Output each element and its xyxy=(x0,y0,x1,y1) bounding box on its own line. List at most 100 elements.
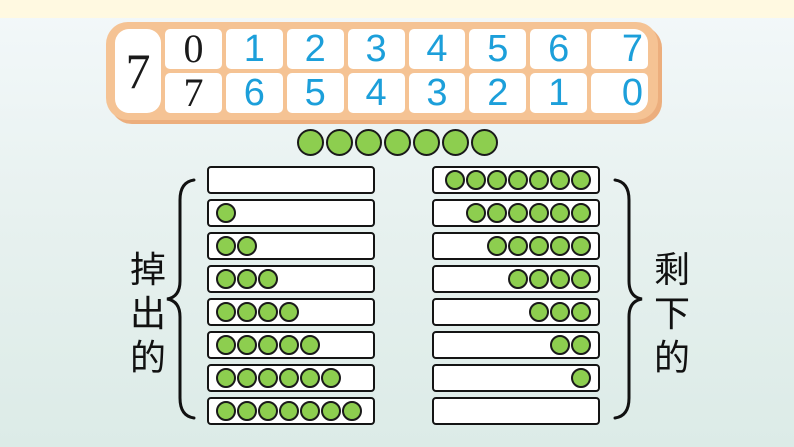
green-dot xyxy=(508,269,528,289)
table-cell-top: 2 xyxy=(286,29,344,69)
dot-box xyxy=(207,298,375,326)
green-dot xyxy=(571,302,591,322)
table-cell-bottom: 6 xyxy=(225,73,283,113)
green-dot xyxy=(529,170,549,190)
green-dot xyxy=(571,335,591,355)
green-dot xyxy=(445,170,465,190)
green-dot xyxy=(550,335,570,355)
green-dot xyxy=(216,203,236,223)
label-char: 出 xyxy=(129,294,166,334)
green-dot xyxy=(354,129,382,156)
table-cell-top: 3 xyxy=(347,29,405,69)
green-dot xyxy=(441,129,469,156)
dot-box xyxy=(432,397,600,425)
green-dot xyxy=(529,269,549,289)
green-dot xyxy=(508,203,528,223)
table-cell-bottom: 1 xyxy=(530,73,588,113)
green-dot xyxy=(279,401,299,421)
green-dot xyxy=(237,302,257,322)
dot-box xyxy=(432,298,600,326)
green-dot xyxy=(237,401,257,421)
green-dot xyxy=(279,335,299,355)
green-dot xyxy=(550,236,570,256)
green-dot xyxy=(258,302,278,322)
right-boxes xyxy=(432,166,600,425)
dot-box xyxy=(432,364,600,392)
dot-box xyxy=(432,199,600,227)
green-dot xyxy=(550,203,570,223)
green-dot xyxy=(258,401,278,421)
green-dot xyxy=(529,203,549,223)
green-dot xyxy=(508,170,528,190)
green-dot xyxy=(487,170,507,190)
green-dot xyxy=(216,335,236,355)
green-dot xyxy=(550,269,570,289)
table-cell-top: 5 xyxy=(469,29,527,69)
green-dot xyxy=(296,129,324,156)
green-dot xyxy=(258,269,278,289)
green-dot xyxy=(529,236,549,256)
table-cell-bottom: 7 xyxy=(165,73,222,113)
left-brace xyxy=(166,178,196,420)
top-strip xyxy=(0,0,794,18)
green-dot xyxy=(258,335,278,355)
green-dot xyxy=(487,236,507,256)
table-cell-bottom: 4 xyxy=(347,73,405,113)
total-number-cell: 7 xyxy=(115,29,161,113)
green-dot xyxy=(466,203,486,223)
green-dot xyxy=(300,335,320,355)
right-label: 剩下的 xyxy=(648,248,696,380)
table-cell-bottom: 0 xyxy=(591,73,648,113)
label-char: 下 xyxy=(653,294,690,334)
green-dot xyxy=(529,302,549,322)
left-label: 掉出的 xyxy=(124,248,172,380)
green-dot xyxy=(216,302,236,322)
green-dot xyxy=(325,129,353,156)
green-dot xyxy=(237,368,257,388)
green-dot xyxy=(571,170,591,190)
green-dot xyxy=(550,302,570,322)
green-dot xyxy=(321,368,341,388)
green-dot xyxy=(216,236,236,256)
green-dot xyxy=(300,368,320,388)
green-dot xyxy=(470,129,498,156)
label-char: 的 xyxy=(129,338,166,378)
green-dot xyxy=(571,368,591,388)
table-cell-top: 7 xyxy=(591,29,648,69)
green-dot xyxy=(571,203,591,223)
green-dot xyxy=(508,236,528,256)
right-brace xyxy=(613,178,643,420)
table-cell-top: 1 xyxy=(225,29,283,69)
green-dot xyxy=(216,368,236,388)
dot-box xyxy=(432,166,600,194)
green-dot xyxy=(571,269,591,289)
table-cell-bottom: 2 xyxy=(469,73,527,113)
green-dot xyxy=(216,269,236,289)
table-cell-top: 0 xyxy=(165,29,222,69)
left-boxes xyxy=(207,166,375,425)
green-dot xyxy=(237,269,257,289)
dot-box xyxy=(207,364,375,392)
dot-box xyxy=(207,331,375,359)
green-dot xyxy=(237,335,257,355)
dots-row xyxy=(0,129,794,156)
label-char: 掉 xyxy=(129,250,166,290)
table-cell-bottom: 3 xyxy=(408,73,466,113)
green-dot xyxy=(550,170,570,190)
green-dot xyxy=(216,401,236,421)
table-cell-top: 4 xyxy=(408,29,466,69)
dot-box xyxy=(207,166,375,194)
dot-box xyxy=(207,199,375,227)
green-dot xyxy=(383,129,411,156)
dot-box xyxy=(207,397,375,425)
green-dot xyxy=(300,401,320,421)
dot-box xyxy=(432,232,600,260)
green-dot xyxy=(571,236,591,256)
green-dot xyxy=(412,129,440,156)
label-char: 的 xyxy=(653,338,690,378)
green-dot xyxy=(321,401,341,421)
green-dot xyxy=(466,170,486,190)
dot-box xyxy=(207,232,375,260)
